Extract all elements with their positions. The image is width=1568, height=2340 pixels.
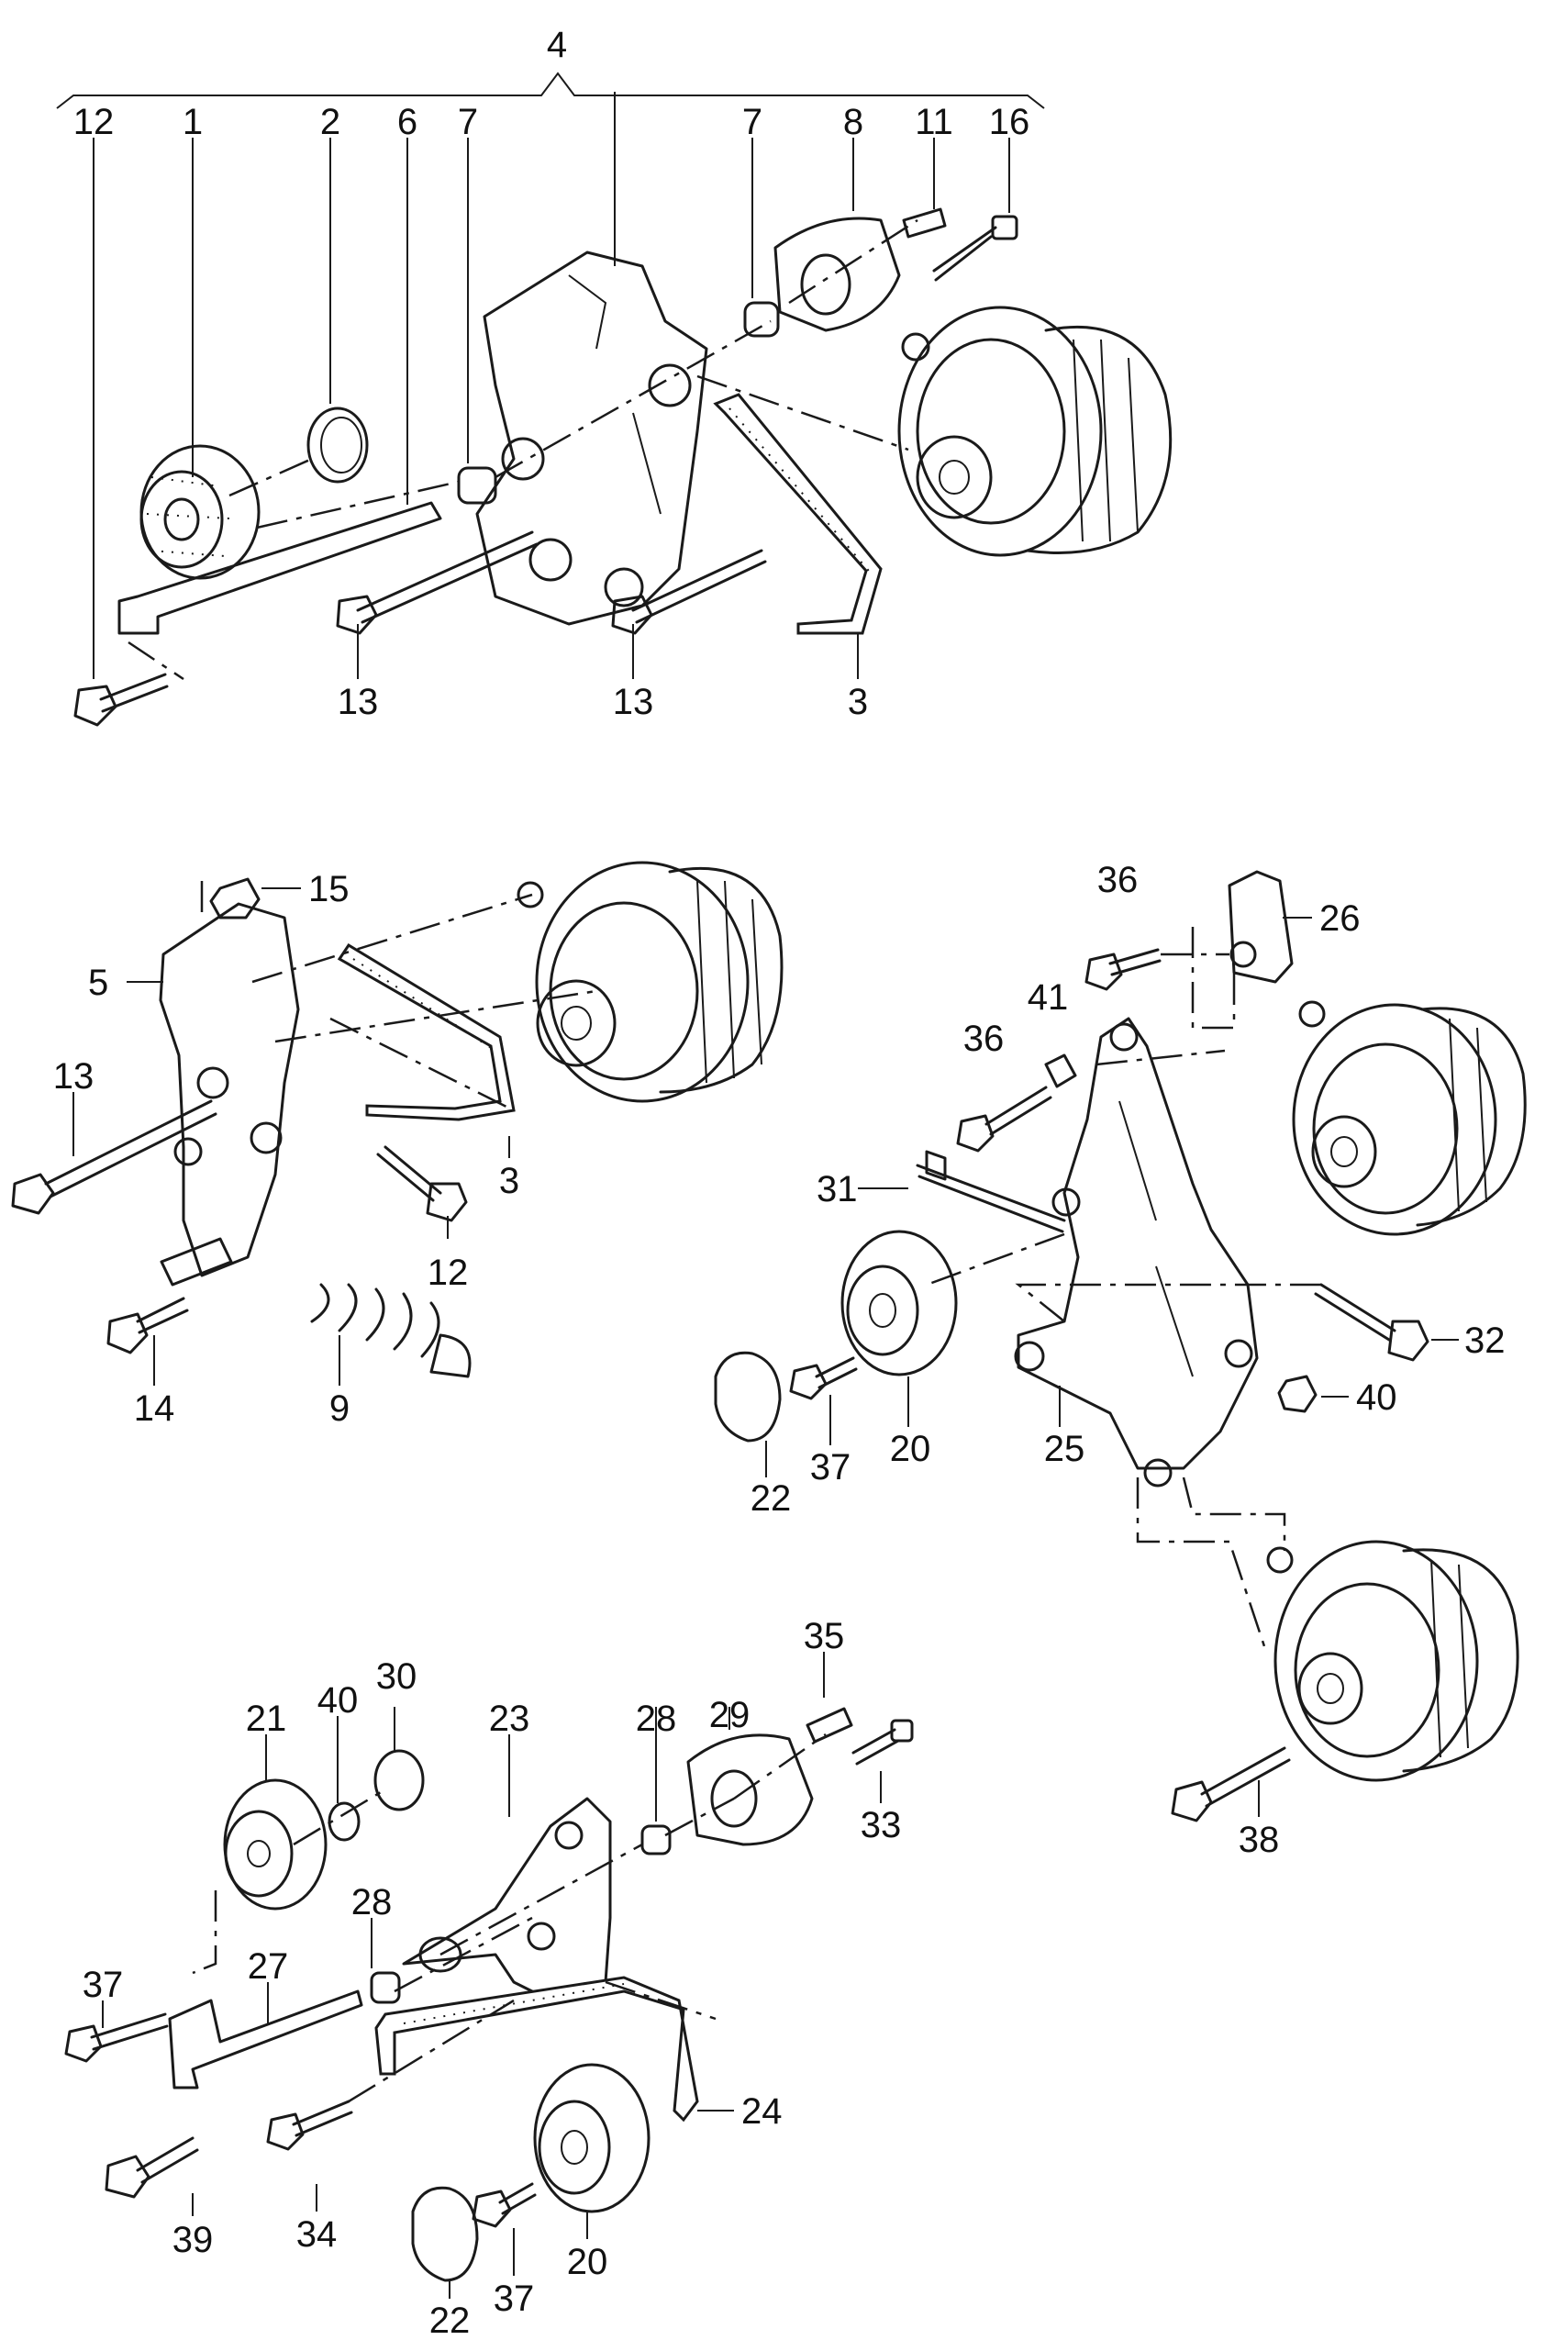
callout-label: 22 — [429, 2301, 471, 2340]
callout-label: 26 — [1319, 898, 1361, 939]
tensioner-8 — [773, 217, 901, 332]
callout-label: 2 — [320, 102, 340, 142]
callout-label: 40 — [317, 1680, 359, 1721]
callout-label: 28 — [351, 1882, 393, 1922]
callout-label: 14 — [134, 1388, 175, 1429]
callout-label: 37 — [810, 1447, 851, 1488]
callout-label: 36 — [963, 1019, 1005, 1059]
callout-label: 34 — [296, 2214, 338, 2255]
callout-label: 38 — [1239, 1820, 1280, 1860]
callout-label: 3 — [499, 1161, 519, 1201]
callout-label: 29 — [709, 1695, 751, 1735]
callout-label: 28 — [636, 1699, 677, 1739]
callout-labels: 4 12 1 2 6 7 7 8 11 16 13 13 3 15 5 13 3… — [53, 25, 1506, 2340]
callout-label: 13 — [613, 682, 654, 722]
callout-label: 25 — [1044, 1429, 1085, 1469]
callout-label: 3 — [848, 682, 868, 722]
idler-pulley-1 — [139, 444, 261, 580]
callout-label: 13 — [53, 1056, 95, 1097]
alternator-b — [517, 861, 784, 1103]
callout-label: 12 — [73, 102, 115, 142]
alternator-c-lower — [1266, 1540, 1519, 1782]
callout-label: 27 — [248, 1946, 289, 1987]
callout-label: 23 — [489, 1699, 530, 1739]
alternator-c-upper — [1292, 1000, 1527, 1236]
alternator-a — [897, 306, 1173, 557]
callout-label: 1 — [183, 102, 203, 142]
callout-label: 7 — [458, 102, 478, 142]
callout-label: 9 — [329, 1388, 350, 1429]
callout-label: 22 — [751, 1478, 792, 1519]
group-c-alternator-bracket — [714, 870, 1527, 1822]
callout-label: 36 — [1097, 860, 1139, 900]
callout-label: 11 — [915, 102, 953, 142]
group-b-alternator-bracket — [11, 861, 784, 1386]
callout-label: 20 — [567, 2242, 608, 2282]
callout-label: 24 — [741, 2091, 783, 2132]
callout-label: 37 — [494, 2279, 535, 2319]
callout-label: 32 — [1464, 1320, 1506, 1361]
callout-label: 21 — [246, 1699, 287, 1739]
callout-label: 8 — [843, 102, 863, 142]
callout-label: 31 — [817, 1169, 858, 1209]
callout-label: 30 — [376, 1656, 417, 1697]
bracket-4 — [475, 251, 708, 626]
group-d-alternator-bracket — [64, 1652, 914, 2299]
callout-label: 33 — [861, 1805, 902, 1845]
callout-label: 35 — [804, 1616, 845, 1656]
callout-label: 13 — [338, 682, 379, 722]
callout-label: 4 — [547, 25, 567, 65]
cap-2 — [306, 407, 369, 484]
callout-label: 6 — [397, 102, 417, 142]
callout-label: 16 — [989, 102, 1030, 142]
callout-label: 37 — [83, 1965, 124, 2005]
callout-label: 39 — [172, 2220, 214, 2260]
callout-label: 15 — [308, 869, 350, 909]
callout-label: 5 — [88, 963, 108, 1003]
callout-label: 20 — [890, 1429, 931, 1469]
callout-label: 41 — [1028, 977, 1069, 1018]
callout-label: 12 — [428, 1253, 469, 1293]
group-a-alternator-bracket-assembly — [56, 72, 1173, 727]
callout-label: 7 — [742, 102, 762, 142]
callout-label: 40 — [1356, 1377, 1397, 1418]
